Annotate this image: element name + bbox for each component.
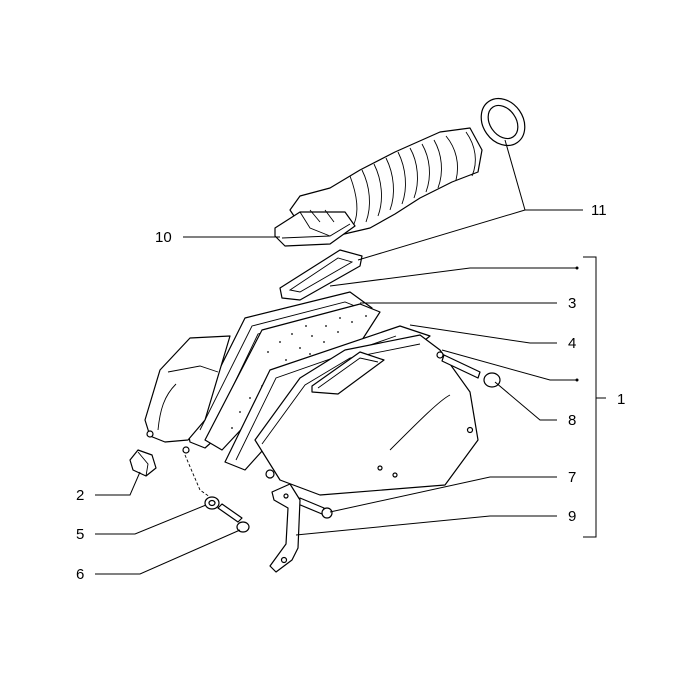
callout-8: 8 (568, 412, 576, 429)
part-11-oval-gasket (480, 97, 526, 147)
housing-cover (254, 334, 479, 496)
callout-10: 10 (155, 229, 172, 246)
group-1-bracket (583, 256, 606, 538)
callout-1: 1 (617, 391, 625, 408)
leader-dot-upper (575, 266, 579, 270)
callout-2: 2 (76, 487, 84, 504)
callout-7: 7 (568, 469, 576, 486)
filter-housing-base (144, 335, 231, 454)
callout-11: 11 (591, 202, 607, 219)
leader-dot-lower (575, 378, 579, 382)
part-8-grommet (441, 354, 501, 388)
callout-6: 6 (76, 566, 84, 583)
part-6-bolt (217, 503, 250, 533)
part-5-washer (204, 496, 220, 510)
part-9-bracket (269, 483, 301, 573)
leader-lines (95, 139, 583, 575)
callout-3: 3 (568, 295, 576, 312)
callout-5: 5 (76, 526, 84, 543)
part-7-screw (297, 497, 333, 519)
part-2-clip (129, 449, 157, 477)
callout-4: 4 (568, 335, 576, 352)
callout-9: 9 (568, 508, 576, 525)
part-10-intake-hose (274, 127, 483, 247)
hose-gasket (279, 249, 363, 301)
